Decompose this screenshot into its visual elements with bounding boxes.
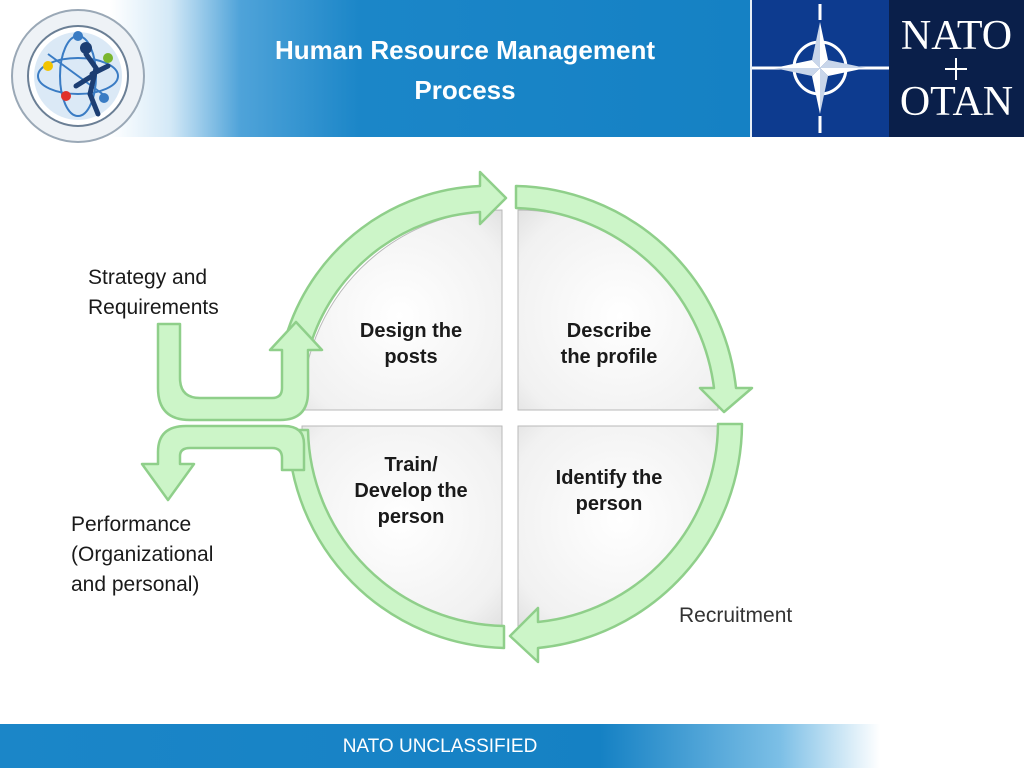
- cycle-arrow-bottom-right: [508, 422, 744, 664]
- otan-word: OTAN: [899, 79, 1014, 125]
- performance-label-line-1: Performance: [71, 513, 192, 536]
- strategy-label-line-1: Strategy and: [88, 266, 208, 289]
- nato-word: NATO: [900, 13, 1013, 59]
- quadrant-label-design-line-1: Design the: [360, 320, 462, 342]
- page-title-line-1: Human Resource Management: [275, 35, 655, 65]
- strategy-label-line-2: Requirements: [88, 296, 219, 319]
- strategy-requirements-label: Strategy and Requirements: [88, 263, 219, 323]
- nato-otan-wordmark: NATO OTAN: [889, 0, 1024, 137]
- quadrant-label-identify-line-2: person: [576, 493, 643, 515]
- header-divider: [750, 0, 753, 137]
- quadrant-label-design-line-2: posts: [384, 346, 437, 368]
- performance-label: Performance (Organizational and personal…: [71, 510, 213, 600]
- nato-compass-star-icon: [752, 4, 889, 133]
- performance-output-arrow: [140, 424, 306, 502]
- quadrant-label-train-line-3: person: [378, 506, 445, 528]
- recruitment-label: Recruitment: [679, 604, 793, 627]
- quadrant-label-describe-line-2: the profile: [561, 346, 658, 368]
- strategy-input-arrow: [156, 320, 324, 422]
- cycle-arrow-top-right: [514, 184, 754, 414]
- quadrant-label-describe-line-1: Describe: [567, 320, 652, 342]
- quadrant-label-identify-line-1: Identify the: [556, 467, 663, 489]
- cycle-arrow-top-left: [286, 170, 508, 342]
- quadrant-design-posts: [301, 209, 503, 411]
- quadrant-label-train-line-2: Develop the: [354, 480, 467, 502]
- page-title-line-2: Process: [414, 75, 516, 105]
- footer-band: [0, 724, 1024, 768]
- wordmark-plus-horizontal: [945, 68, 967, 70]
- classification-label: NATO UNCLASSIFIED: [342, 736, 538, 757]
- performance-label-line-2: (Organizational: [71, 543, 214, 566]
- nato-flag: [752, 0, 889, 137]
- quadrant-label-train-line-1: Train/: [384, 454, 438, 476]
- performance-label-line-3: and personal): [71, 573, 200, 596]
- page-title: Human Resource Management Process: [190, 30, 740, 110]
- talent-management-logo-icon: [11, 9, 145, 143]
